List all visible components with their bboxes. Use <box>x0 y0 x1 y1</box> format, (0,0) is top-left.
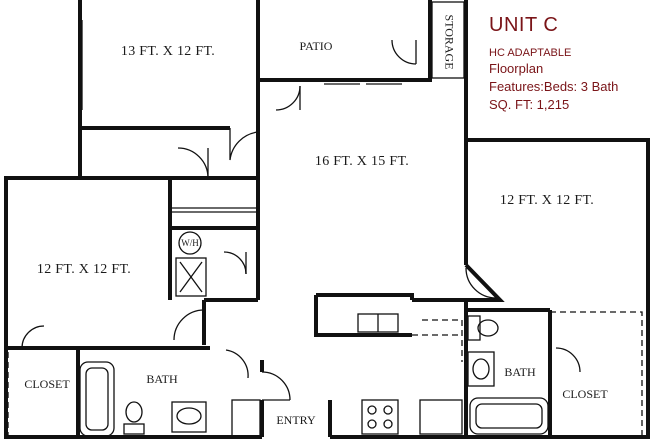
closet-right-label: CLOSET <box>562 387 608 401</box>
bath-right-label: BATH <box>504 365 536 379</box>
unit-title: UNIT C <box>489 14 559 36</box>
closet-left-label: CLOSET <box>24 377 70 391</box>
interior-walls <box>6 80 552 437</box>
bath-left-label: BATH <box>146 372 178 386</box>
sqft-label: SQ. FT: 1,215 <box>489 97 570 112</box>
features-label: Features:Beds: 3 Bath <box>489 79 619 94</box>
unit-info: UNIT C HC ADAPTABLE Floorplan Features:B… <box>489 12 618 114</box>
bedroom-left-label: 12 FT. X 12 FT. <box>37 262 131 277</box>
living-room-label: 16 FT. X 15 FT. <box>315 154 409 169</box>
patio-label: PATIO <box>300 39 333 53</box>
bedroom-top-label: 13 FT. X 12 FT. <box>121 44 215 59</box>
fixtures <box>7 1 643 437</box>
storage-label: STORAGE <box>442 14 456 69</box>
bedroom-right-label: 12 FT. X 12 FT. <box>500 193 594 208</box>
door-swings <box>21 39 581 401</box>
entry-label: ENTRY <box>276 413 316 427</box>
floorplan-label: Floorplan <box>489 61 544 76</box>
hc-adaptable-label: HC ADAPTABLE <box>489 47 572 59</box>
water-heater-label: W/H <box>181 238 199 248</box>
